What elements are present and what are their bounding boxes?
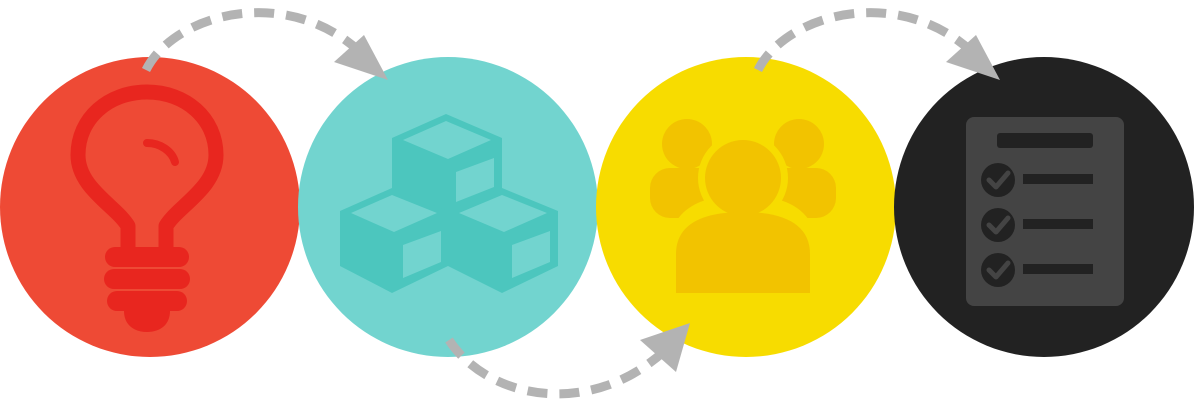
step-checklist: [894, 57, 1194, 357]
cubes-icon: [340, 114, 558, 293]
checklist-icon: [966, 117, 1124, 306]
connector-1-to-2: [141, 8, 388, 80]
step-build: [298, 57, 598, 357]
connector-2-to-3: [445, 323, 690, 399]
arrowhead-icon: [334, 35, 388, 80]
arrowhead-icon: [640, 323, 690, 372]
arrowhead-icon: [946, 35, 1000, 80]
team-icon: [650, 119, 836, 296]
step-idea: [0, 57, 300, 357]
connector-3-to-4: [753, 8, 1000, 80]
step-team: [596, 57, 896, 357]
lightbulb-icon: [70, 84, 224, 332]
